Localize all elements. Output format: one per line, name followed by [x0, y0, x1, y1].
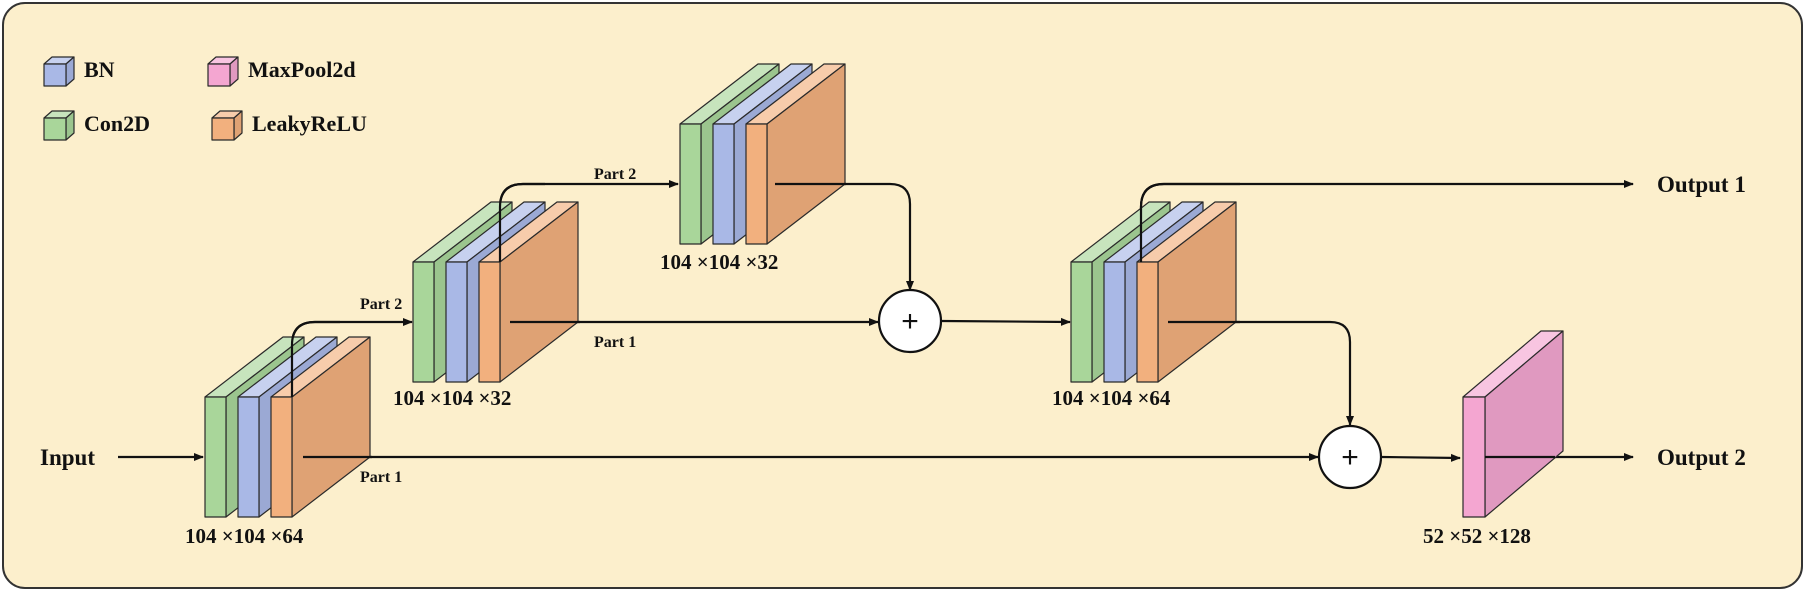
output2-label: Output 2 — [1657, 445, 1746, 470]
legend-leaky-shape — [211, 110, 243, 141]
legend-bn-label: BN — [84, 57, 115, 82]
legend-maxpool-cube — [207, 56, 239, 87]
block2-leaky-layer — [478, 201, 579, 383]
block1-part2-label: Part 2 — [360, 296, 402, 313]
block3-con2d-layer-front — [679, 123, 702, 245]
block2-leaky-layer-front — [478, 261, 501, 383]
block-1 — [204, 336, 371, 518]
block2-part2-overlay — [498, 182, 545, 262]
legend-con2d-cube — [43, 110, 75, 141]
legend-con2d-shape — [43, 110, 75, 141]
legend-bn-cube — [43, 56, 75, 87]
plus1-to-block4-line — [941, 317, 1071, 326]
block3-dim-label: 104 ×104 ×32 — [660, 250, 778, 274]
block1-part2-overlay — [290, 320, 340, 397]
pool-layer-front — [1462, 396, 1486, 518]
block4-to-plus2-line — [1168, 320, 1354, 426]
legend-leaky-cube — [211, 110, 243, 141]
block1-con2d-layer-front — [204, 396, 227, 518]
output1-label: Output 1 — [1657, 172, 1746, 197]
maxpool-block — [1462, 330, 1564, 518]
legend-maxpool-shape — [207, 56, 239, 87]
block2-con2d-layer-front — [412, 261, 435, 383]
block-3 — [679, 63, 846, 245]
legend-maxpool-shape-front — [207, 63, 231, 87]
block1-part1-label: Part 1 — [360, 469, 402, 486]
block1-bn-layer-front — [237, 396, 260, 518]
block2-part2-label: Part 2 — [594, 166, 636, 183]
block3-bn-layer-front — [712, 123, 735, 245]
block4-leaky-layer — [1136, 201, 1237, 383]
pool-layer — [1462, 330, 1564, 518]
block-4 — [1070, 201, 1237, 383]
block3-leaky-layer-front — [745, 123, 768, 245]
block1-leaky-layer-front — [270, 396, 293, 518]
add-node-2-symbol: + — [1341, 441, 1359, 474]
block2-bn-layer-front — [445, 261, 468, 383]
block2-dim-label: 104 ×104 ×32 — [393, 386, 511, 410]
input-label: Input — [40, 445, 95, 470]
block4-bn-layer-front — [1103, 261, 1126, 383]
block4-out1-overlay — [1139, 182, 1240, 262]
legend-leaky-label: LeakyReLU — [252, 111, 367, 136]
plus2-to-pool-line — [1381, 453, 1461, 462]
block3-leaky-layer — [745, 63, 846, 245]
legend-bn-shape-front — [43, 63, 67, 87]
add-node-2: + — [1317, 424, 1383, 490]
pool-dim-label: 52 ×52 ×128 — [1423, 524, 1531, 548]
legend-bn-shape — [43, 56, 75, 87]
block3-to-plus-line — [775, 182, 914, 291]
add-node-1: + — [877, 288, 943, 354]
add-node-1-symbol: + — [901, 305, 919, 338]
overlay-connections — [290, 182, 1555, 459]
block4-leaky-layer-front — [1136, 261, 1159, 383]
block4-con2d-layer-front — [1070, 261, 1093, 383]
legend-maxpool-label: MaxPool2d — [248, 57, 356, 82]
legend: BN Con2D MaxPool2d LeakyReLU — [43, 56, 367, 141]
legend-leaky-shape-front — [211, 117, 235, 141]
block-2 — [412, 201, 579, 383]
block2-part1-label: Part 1 — [594, 334, 636, 351]
legend-con2d-label: Con2D — [84, 111, 150, 136]
block4-dim-label: 104 ×104 ×64 — [1052, 386, 1171, 410]
legend-con2d-shape-front — [43, 117, 67, 141]
block1-dim-label: 104 ×104 ×64 — [185, 524, 304, 548]
